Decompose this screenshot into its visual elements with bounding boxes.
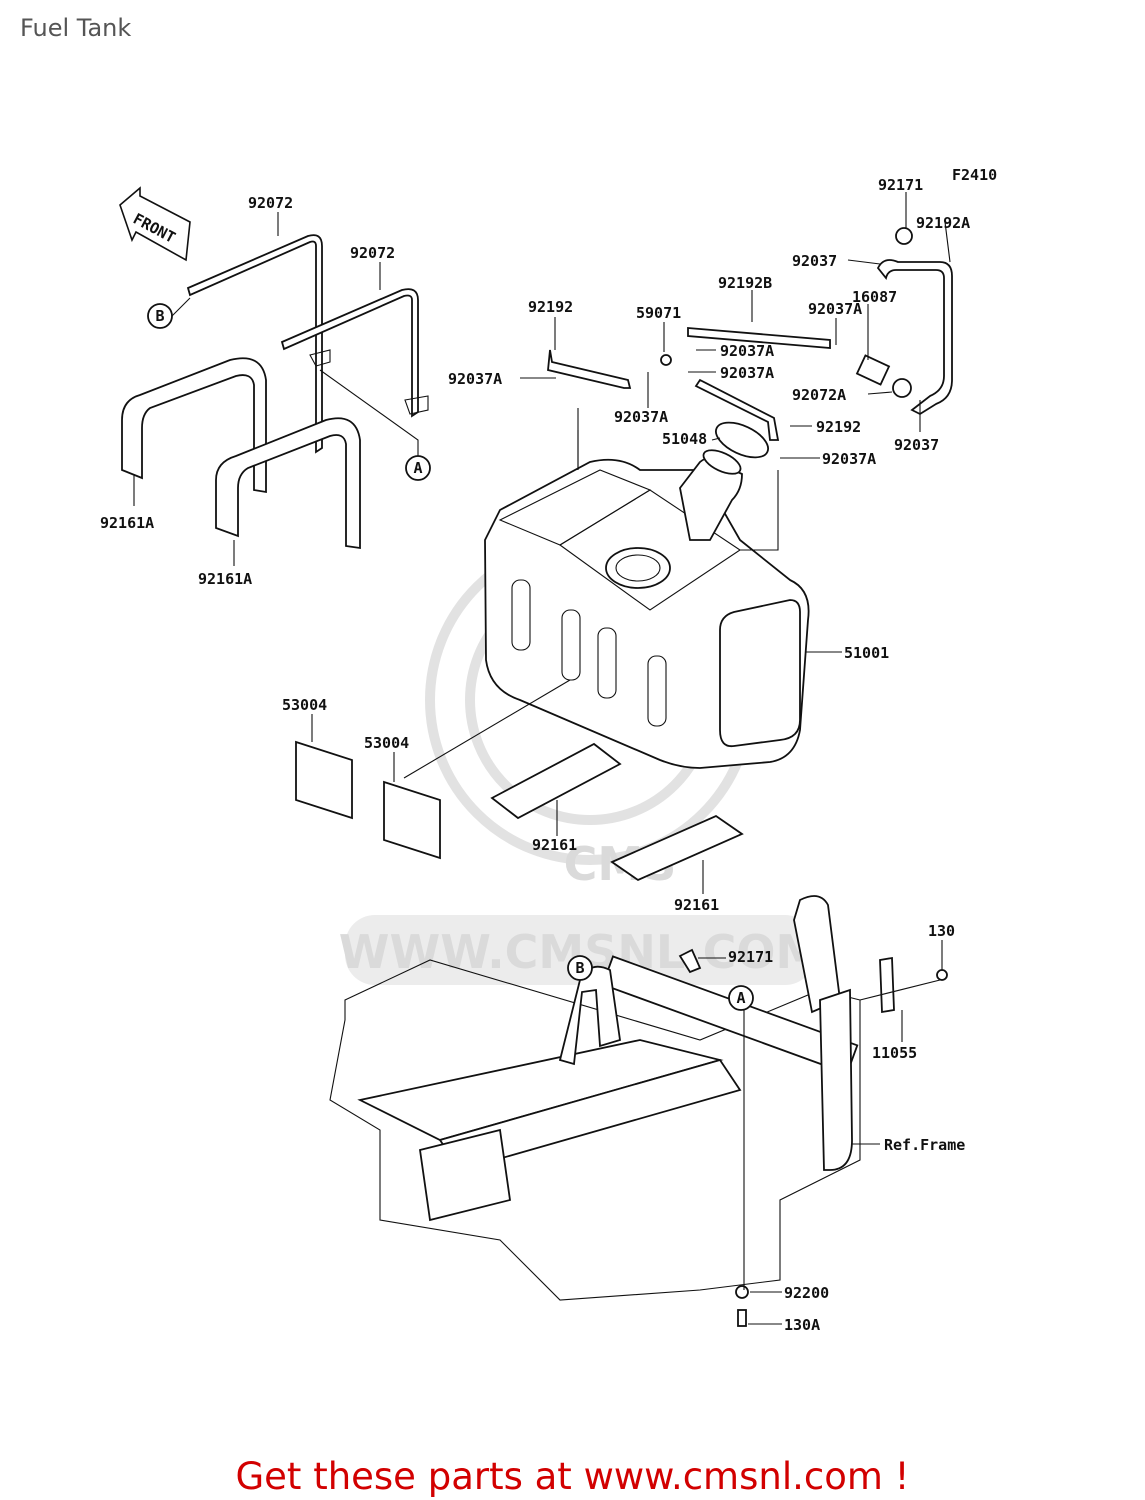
label-53004-1: 53004	[282, 696, 327, 714]
strap-92072-right	[280, 288, 429, 418]
label-92072-1: 92072	[248, 194, 293, 212]
label-92171-low: 92171	[728, 948, 773, 966]
hose-92192B	[687, 327, 831, 349]
fuel-filter-16087	[855, 354, 912, 398]
label-92037A-right: 92037A	[808, 300, 862, 318]
strap-92072-left	[186, 234, 323, 454]
washer-92200	[735, 1285, 749, 1299]
label-92072-2: 92072	[350, 244, 395, 262]
label-92037A-low: 92037A	[822, 450, 876, 468]
svg-text:B: B	[155, 307, 164, 325]
clamp-92171	[895, 227, 913, 245]
label-92161A-2: 92161A	[198, 570, 252, 588]
label-92161A-1: 92161A	[100, 514, 154, 532]
label-92072A: 92072A	[792, 386, 846, 404]
label-92037A-center-1: 92037A	[720, 342, 774, 360]
pad-92161A-2	[215, 417, 361, 550]
label-92192B: 92192B	[718, 274, 772, 292]
label-59071: 59071	[636, 304, 681, 322]
label-92192-right: 92192	[816, 418, 861, 436]
svg-text:B: B	[575, 959, 584, 977]
label-92192-left: 92192	[528, 298, 573, 316]
label-92037A-left: 92037A	[448, 370, 502, 388]
callout-a-top: A	[405, 455, 431, 481]
label-51001: 51001	[844, 644, 889, 662]
callout-b-frame: B	[567, 955, 593, 981]
label-92037A-mid: 92037A	[614, 408, 668, 426]
page-title: Fuel Tank	[20, 14, 132, 42]
front-arrow-icon: FRONT	[119, 186, 191, 262]
front-arrow-label: FRONT	[130, 210, 178, 247]
label-92171-top: 92171	[878, 176, 923, 194]
pad-92161-2	[610, 814, 744, 882]
label-53004-1	[295, 740, 353, 820]
label-92161-1: 92161	[532, 836, 577, 854]
pad-92161A-1	[121, 357, 267, 494]
pad-92161-1	[490, 742, 622, 820]
label-130A: 130A	[784, 1316, 820, 1334]
label-92037-top: 92037	[792, 252, 837, 270]
label-92161-2: 92161	[674, 896, 719, 914]
filler-cap-51048	[702, 421, 769, 475]
svg-text:A: A	[413, 459, 422, 477]
label-53004-2	[383, 780, 441, 860]
bolt-130	[936, 969, 948, 981]
hose-92192-right	[694, 378, 780, 441]
label-92192A: 92192A	[916, 214, 970, 232]
frame-assembly	[329, 895, 941, 1301]
label-ref-frame: Ref.Frame	[884, 1136, 965, 1154]
label-130: 130	[928, 922, 955, 940]
label-92200: 92200	[784, 1284, 829, 1302]
leader-lines	[133, 192, 951, 1325]
label-11055: 11055	[872, 1044, 917, 1062]
hose-92192-left	[547, 349, 632, 389]
label-92037-bottom: 92037	[894, 436, 939, 454]
callout-b-top: B	[147, 303, 173, 329]
bolt-130A	[737, 1309, 747, 1327]
fuel-tank-51001	[484, 457, 810, 769]
callout-a-frame: A	[728, 985, 754, 1011]
label-51048: 51048	[662, 430, 707, 448]
fitting-59071	[660, 354, 672, 366]
label-53004-2: 53004	[364, 734, 409, 752]
svg-text:A: A	[736, 989, 745, 1007]
footer-link-text[interactable]: Get these parts at www.cmsnl.com !	[235, 1455, 910, 1498]
label-16087: 16087	[852, 288, 897, 306]
label-92037A-center-2: 92037A	[720, 364, 774, 382]
part-labels: 92072 92072 92161A 92161A 92171 92192A 9…	[100, 176, 970, 1334]
hose-92192A	[876, 259, 953, 416]
diagram-code: F2410	[952, 166, 997, 184]
